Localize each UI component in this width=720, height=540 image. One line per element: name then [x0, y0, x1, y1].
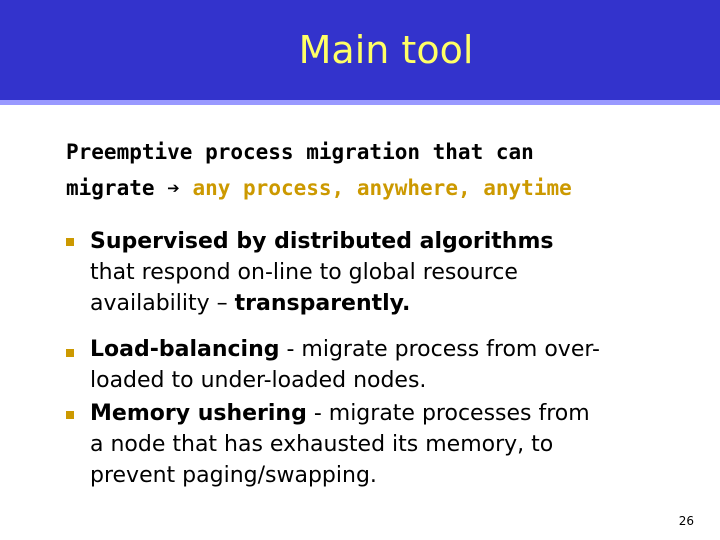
- bullet-item-supervised: Supervised by distributed algorithms tha…: [90, 226, 700, 319]
- bullet-1-line-2: that respond on-line to global resource: [90, 260, 518, 285]
- intro-line-2: migrate ➔ any process, anywhere, anytime: [66, 170, 572, 206]
- bullet-square-icon: [66, 349, 74, 357]
- bullet-item-memory-ushering: Memory ushering - migrate processes from…: [90, 398, 700, 491]
- slide-title: Main tool: [298, 28, 474, 72]
- bullet-square-icon: [66, 411, 74, 419]
- bullet-2-line-2: loaded to under-loaded nodes.: [90, 368, 427, 393]
- bullet-3-line-1-bold: Memory ushering: [90, 401, 307, 426]
- bullet-3-line-2: a node that has exhausted its memory, to: [90, 432, 554, 457]
- bullet-1-line-1: Supervised by distributed algorithms: [90, 229, 554, 254]
- intro-line-2-start: migrate: [66, 176, 168, 200]
- intro-highlight: any process, anywhere, anytime: [179, 176, 572, 200]
- bullet-item-load-balancing: Load-balancing - migrate process from ov…: [90, 334, 700, 396]
- bullet-2-line-1-bold: Load-balancing: [90, 337, 280, 362]
- bullet-1-line-3-bold: transparently.: [234, 291, 411, 316]
- page-number: 26: [678, 514, 694, 528]
- bullet-3-line-1-rest: - migrate processes from: [306, 401, 590, 426]
- right-arrow-icon: ➔: [167, 176, 180, 200]
- intro-line-1: Preemptive process migration that can: [66, 140, 534, 164]
- intro-text: Preemptive process migration that can mi…: [66, 134, 572, 206]
- slide-title-container: Main tool: [0, 26, 720, 74]
- title-underline: [0, 100, 720, 105]
- bullet-2-line-1-rest: - migrate process from over-: [279, 337, 600, 362]
- bullet-1-line-3-start: availability –: [90, 291, 235, 316]
- bullet-3-line-3: prevent paging/swapping.: [90, 463, 377, 488]
- title-bar: [0, 0, 720, 100]
- bullet-square-icon: [66, 238, 74, 246]
